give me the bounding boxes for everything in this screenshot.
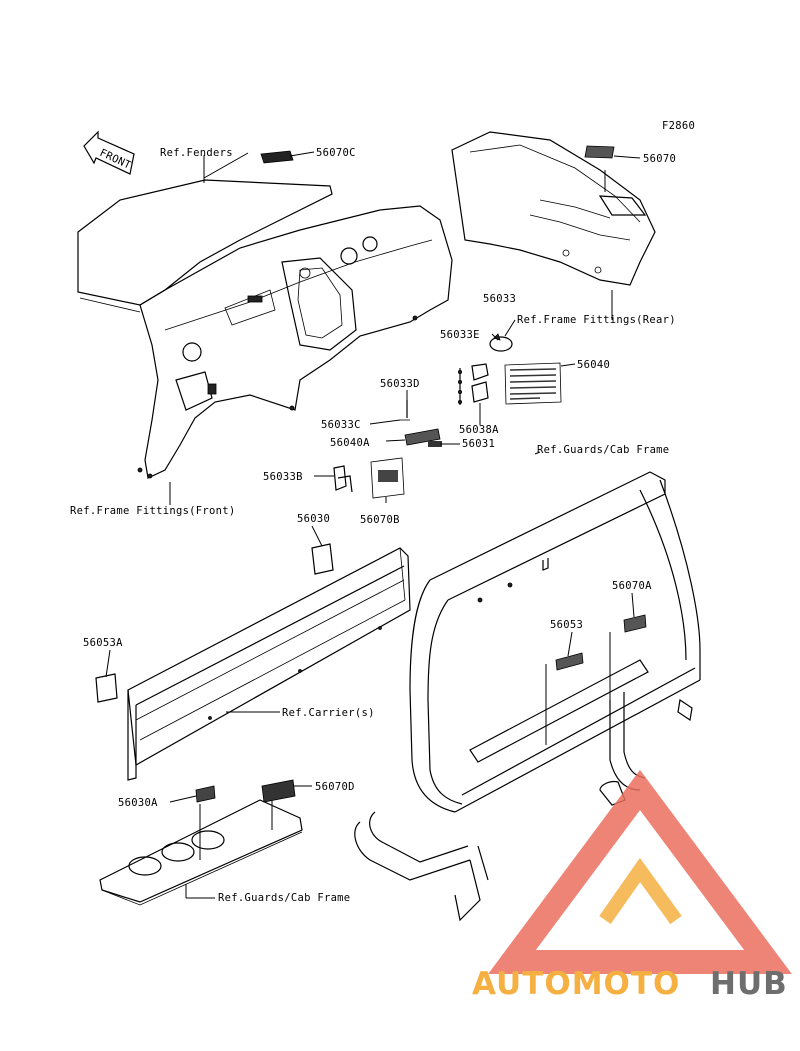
sticker-56053A — [95, 673, 118, 703]
sticker-56030 — [311, 543, 334, 575]
label-56030A: 56030A — [118, 797, 158, 809]
strip-56033D — [400, 400, 410, 421]
ref-guards-cab-frame-bottom: Ref.Guards/Cab Frame — [218, 892, 350, 904]
cab-frame-drawing — [354, 471, 701, 922]
label-56033C: 56033C — [321, 419, 361, 431]
label-56070B: 56070B — [360, 514, 400, 526]
front-marker-label: FRONT — [98, 147, 133, 172]
label-56033E: 56033E — [440, 329, 480, 341]
sticker-56070B — [370, 457, 405, 499]
bracket-56033B — [333, 465, 353, 493]
leader-lines — [105, 151, 641, 899]
carrier-panel-drawing — [127, 547, 411, 781]
label-56070D: 56070D — [315, 781, 355, 793]
label-56070: 56070 — [643, 153, 676, 165]
label-56031: 56031 — [462, 438, 495, 450]
watermark-triangle-icon — [488, 769, 792, 974]
sticker-56040 — [504, 362, 562, 405]
figure-code: F2860 — [662, 120, 695, 132]
sticker-56070A — [623, 614, 647, 633]
strap-ring-56033 — [489, 333, 513, 352]
label-56038A: 56038A — [459, 424, 499, 436]
ref-frame-fittings-front: Ref.Frame Fittings(Front) — [70, 505, 236, 517]
label-56070C: 56070C — [316, 147, 356, 159]
front-arrow-icon: FRONT — [83, 130, 135, 175]
sticker-56070 — [584, 145, 615, 159]
rear-fender-drawing — [451, 131, 656, 286]
ref-carrier: Ref.Carrier(s) — [282, 707, 375, 719]
watermark-text-part2: HUB — [710, 966, 788, 1002]
ref-frame-fittings-rear: Ref.Frame Fittings(Rear) — [517, 314, 676, 326]
floor-plate-drawing — [99, 799, 303, 906]
label-56053A: 56053A — [83, 637, 123, 649]
dashboard-panel-drawing — [77, 179, 453, 479]
label-56033B: 56033B — [263, 471, 303, 483]
label-56030: 56030 — [297, 513, 330, 525]
label-56040A: 56040A — [330, 437, 370, 449]
clip-set-56038A — [457, 363, 489, 405]
watermark-inner-mark-icon — [599, 857, 682, 925]
label-56033D: 56033D — [380, 378, 420, 390]
label-56070A: 56070A — [612, 580, 652, 592]
sticker-56070D — [261, 779, 296, 803]
watermark-logo — [488, 769, 792, 974]
sticker-56030A — [195, 785, 216, 803]
ref-guards-cab-frame-top: Ref.Guards/Cab Frame — [537, 444, 669, 456]
watermark-text-part1: AUTOMOTO — [472, 966, 680, 1002]
sticker-56040A — [404, 428, 441, 446]
label-56033: 56033 — [483, 293, 516, 305]
sticker-56070C — [260, 150, 294, 164]
sticker-56031 — [428, 441, 442, 447]
ref-fenders: Ref.Fenders — [160, 147, 233, 159]
label-56040: 56040 — [577, 359, 610, 371]
label-56053: 56053 — [550, 619, 583, 631]
sticker-56053 — [555, 652, 584, 671]
